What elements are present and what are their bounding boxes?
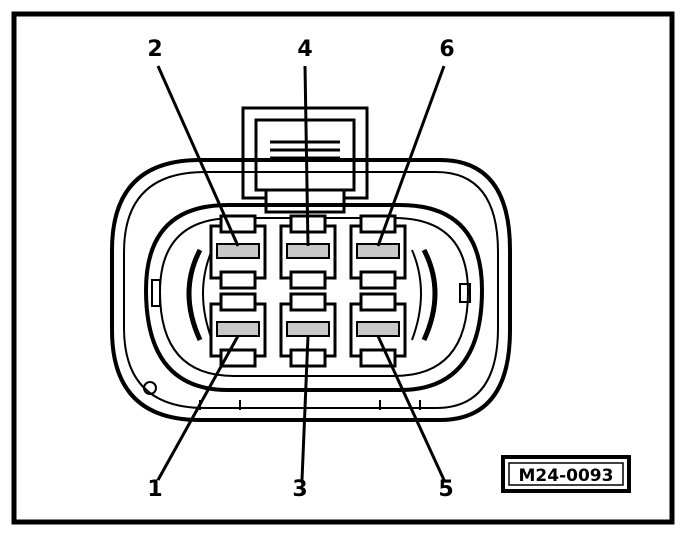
pin-label-3: 3 [292,477,307,502]
leader-line-3 [300,335,310,481]
leader-line-5 [376,335,446,481]
leader-line-6 [376,65,446,247]
pin-cavity-3 [279,292,337,368]
pin-cavity-2 [209,214,267,290]
pin-label-5: 5 [438,477,453,502]
pin-label-2: 2 [147,37,162,62]
pin-cavities [209,214,407,368]
reference-box: M24-0093 [501,455,631,493]
pin-label-6: 6 [439,37,454,62]
pin-cavity-4 [279,214,337,290]
leader-line-1 [156,335,240,481]
leader-lines [156,65,446,481]
leader-line-4 [303,65,310,247]
connector-housing [110,158,512,422]
pin-cavity-6 [349,214,407,290]
pin-label-4: 4 [297,37,312,62]
pin-cavity-5 [349,292,407,368]
pin-label-1: 1 [147,477,162,502]
leader-line-2 [156,65,240,247]
reference-code: M24-0093 [519,466,614,486]
pin-cavity-1 [209,292,267,368]
